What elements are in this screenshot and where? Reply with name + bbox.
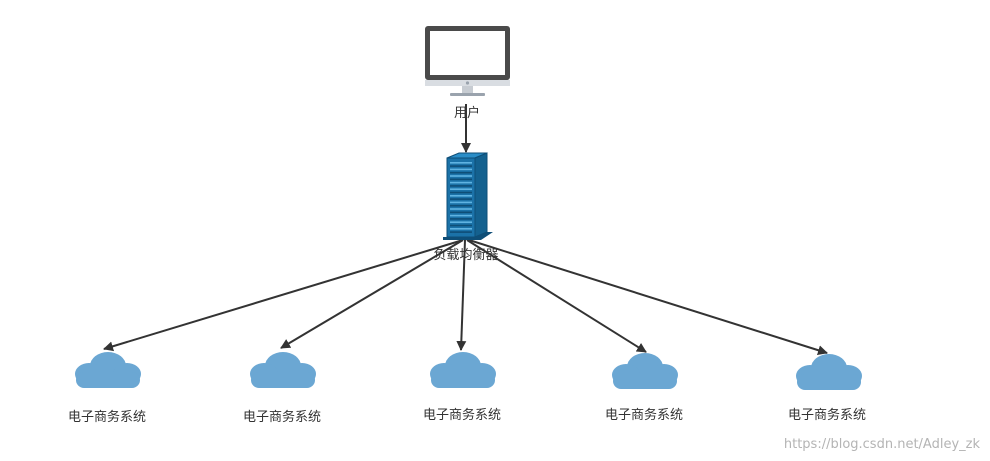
- server-slots: [450, 162, 472, 233]
- user-label: 用户: [454, 105, 480, 121]
- system-node-1: 电子商务系统: [68, 352, 146, 425]
- system-label-3: 电子商务系统: [423, 407, 501, 423]
- server-slot: [450, 191, 472, 194]
- cloud-icon: [796, 354, 862, 390]
- balancer-label: 负载均衡器: [433, 248, 498, 263]
- server-slot: [450, 188, 472, 190]
- server-slot: [450, 214, 472, 217]
- server-slot: [450, 162, 472, 164]
- system-node-4: 电子商务系统: [605, 353, 683, 423]
- system-node-5: 电子商务系统: [788, 354, 866, 423]
- server-icon: [443, 152, 493, 240]
- cloud-icon: [250, 352, 316, 388]
- server-slot: [450, 178, 472, 181]
- server-slot: [450, 185, 472, 187]
- system-node-3: 电子商务系统: [423, 352, 501, 423]
- cloud-icon: [75, 352, 141, 388]
- server-slot: [450, 201, 472, 204]
- edge-balancer-to-system-4: [466, 239, 647, 353]
- server-slot: [450, 198, 472, 200]
- server-slot: [450, 211, 472, 214]
- system-label-5: 电子商务系统: [788, 407, 866, 423]
- server-slot: [450, 175, 472, 177]
- server-slot: [450, 165, 472, 167]
- server-slot: [450, 168, 472, 171]
- server-slot: [450, 221, 472, 223]
- system-label-2: 电子商务系统: [243, 409, 321, 425]
- server-slot: [450, 171, 472, 174]
- edges: [103, 104, 828, 356]
- system-label-1: 电子商务系统: [68, 409, 146, 425]
- watermark: https://blog.csdn.net/Adley_zk: [784, 437, 981, 452]
- monitor-icon: [425, 26, 510, 96]
- edge-balancer-to-system-1: [103, 239, 464, 352]
- balancer-node: 负载均衡器: [433, 152, 499, 263]
- edge-balancer-to-system-2: [280, 239, 464, 349]
- server-slot: [450, 231, 472, 233]
- server-slot: [450, 181, 472, 184]
- edge-balancer-to-system-5: [468, 239, 828, 356]
- system-label-4: 电子商务系统: [605, 407, 683, 423]
- user-node: 用户: [425, 26, 510, 121]
- server-slot: [450, 218, 472, 220]
- server-slot: [450, 224, 472, 227]
- server-slot: [450, 204, 472, 207]
- cloud-icon: [430, 352, 496, 388]
- server-slot: [450, 208, 472, 210]
- edge-balancer-to-system-3: [456, 239, 467, 351]
- server-slot: [450, 228, 472, 230]
- system-node-2: 电子商务系统: [243, 352, 321, 425]
- server-slot: [450, 195, 472, 197]
- cloud-icon: [612, 353, 678, 389]
